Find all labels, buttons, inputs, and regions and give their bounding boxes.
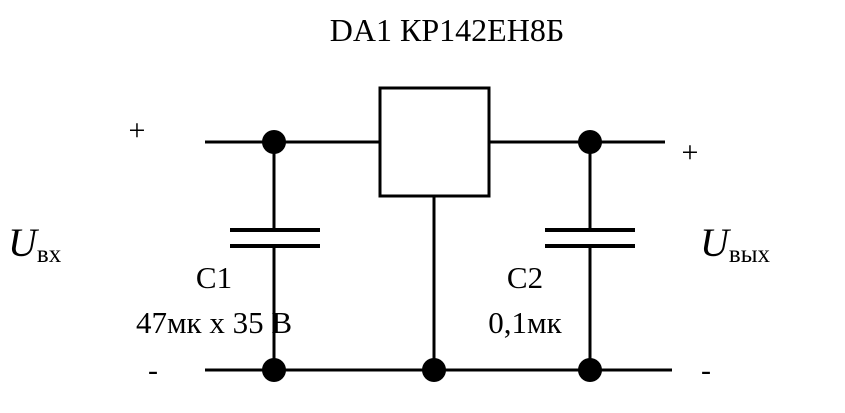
c1-value: 47мк х 35 В [136,305,292,340]
junction-regulator-bottom [422,358,446,382]
output-minus-sign: - [701,354,711,387]
input-voltage-label: Uвх [8,220,62,268]
c2-value: 0,1мк [488,305,562,340]
input-voltage-symbol: U [8,220,40,265]
output-voltage-subscript: вых [729,241,771,268]
junction-c2-top [578,130,602,154]
junction-c1-top [262,130,286,154]
junction-c2-bottom [578,358,602,382]
capacitor-c2 [545,142,635,370]
c1-designator: C1 [196,260,232,295]
regulator-title: DA1 КР142ЕН8Б [330,12,564,48]
output-voltage-symbol: U [700,220,732,265]
output-voltage-label: Uвых [700,220,770,268]
c2-designator: C2 [507,260,543,295]
input-plus-sign: + [129,114,146,147]
capacitor-c1 [230,142,320,370]
junction-c1-bottom [262,358,286,382]
regulator-box [378,86,491,198]
input-voltage-subscript: вх [37,241,62,268]
input-minus-sign: - [148,354,158,387]
output-plus-sign: + [682,136,699,169]
